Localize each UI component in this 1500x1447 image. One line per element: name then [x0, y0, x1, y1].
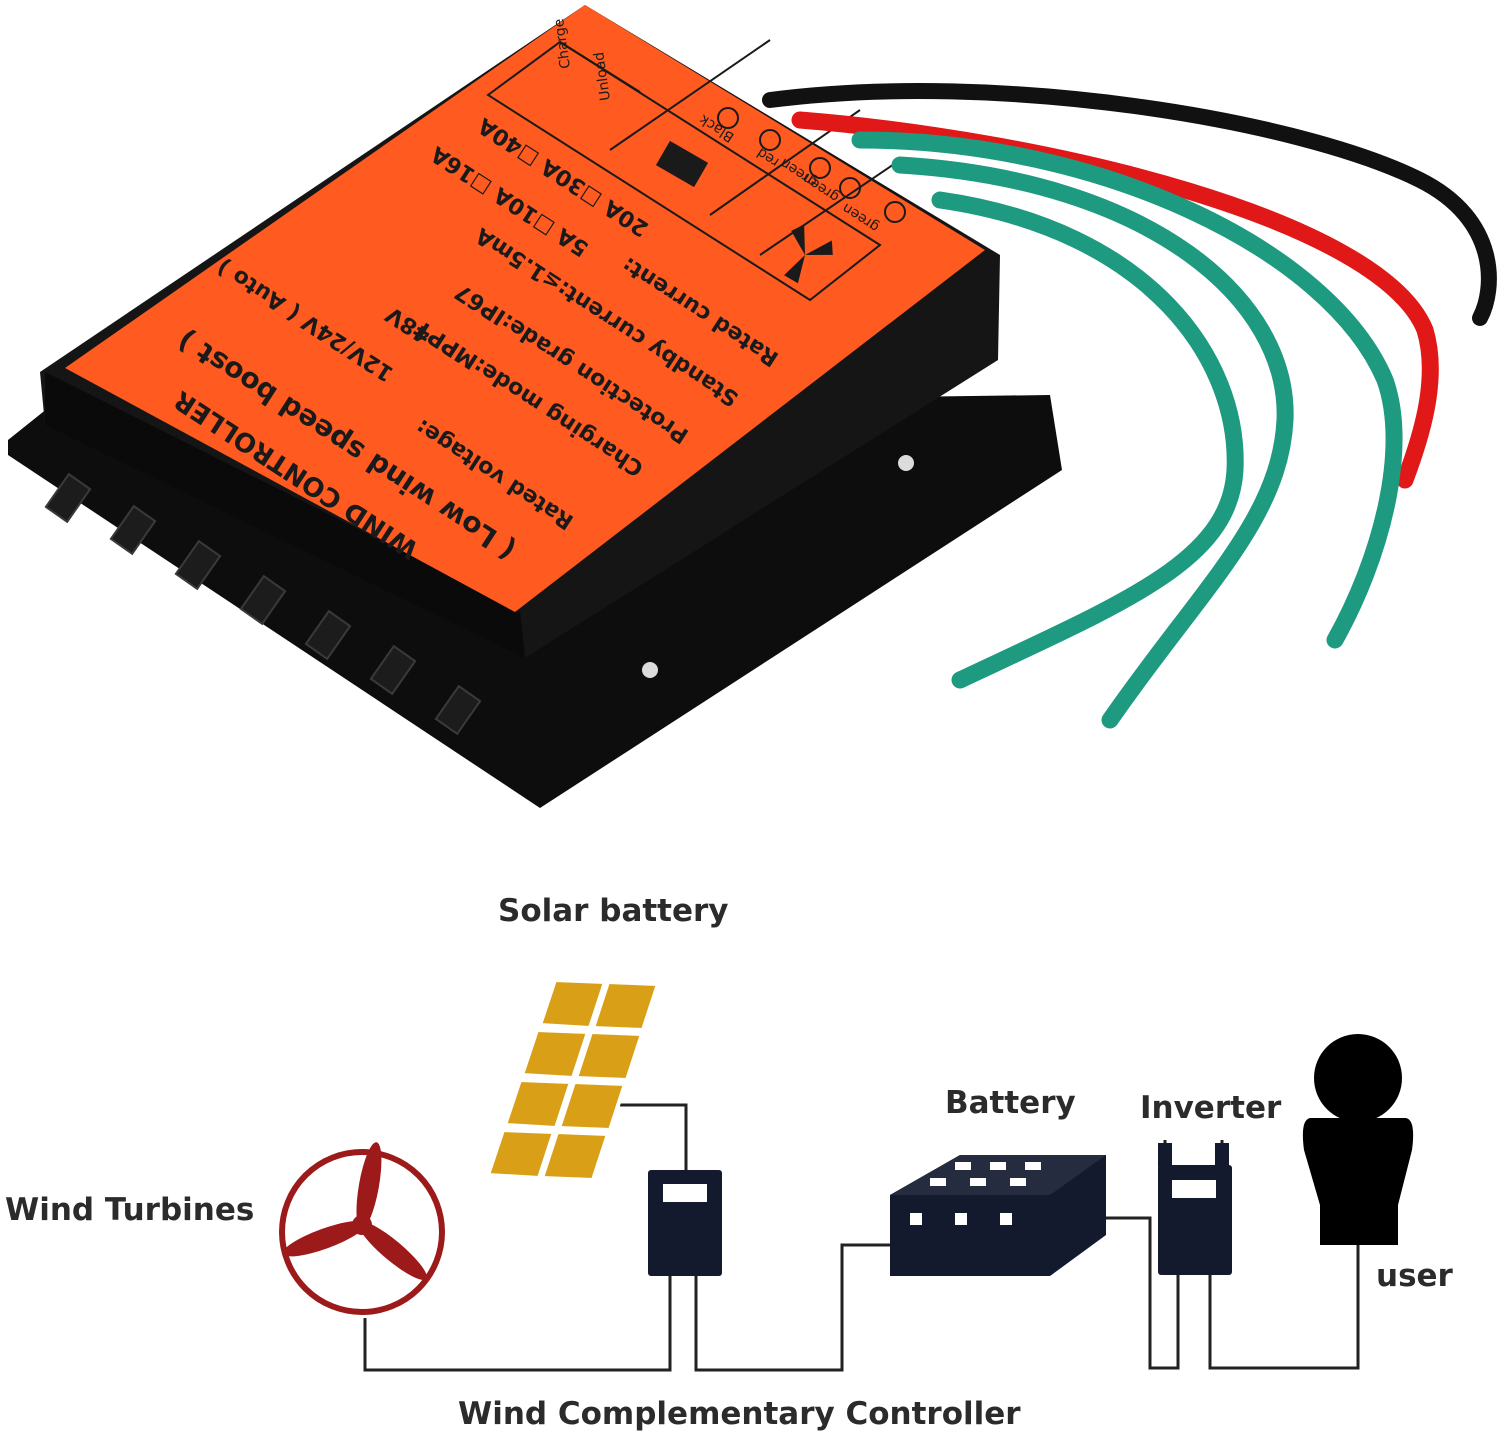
wind-turbines-label: Wind Turbines: [5, 1192, 255, 1228]
battery-icon: [890, 1155, 1106, 1276]
green-wire: [851, 131, 1403, 649]
green-wire: [931, 191, 1244, 689]
box-label-unload: Unload: [591, 51, 614, 102]
box-label-charge: Charge: [551, 18, 574, 70]
inverter-label: Inverter: [1140, 1090, 1282, 1126]
orange-spec-label: [65, 5, 985, 612]
battery-symbol-icon: [655, 140, 709, 188]
solar-battery-label: Solar battery: [498, 893, 729, 929]
heat-sink-fins: [44, 472, 482, 736]
mounting-hole: [898, 455, 914, 471]
turbine-symbol-icon: [784, 224, 833, 284]
green-wire: [891, 156, 1294, 729]
controller-icon: [648, 1170, 722, 1276]
user-icon: [1302, 1034, 1414, 1245]
controller-side-face: [45, 372, 525, 658]
controller-label: Wind Complementary Controller: [458, 1396, 1021, 1432]
battery-label: Battery: [945, 1085, 1076, 1121]
wind-controller-product-photo: WIND CONTROLLER ( Low wind speed boost )…: [8, 5, 1497, 808]
wind-system-diagram: [279, 977, 1414, 1372]
inverter-icon: [1158, 1143, 1232, 1275]
terminal-symbols: [717, 107, 906, 223]
user-label: user: [1376, 1258, 1453, 1294]
solar-panel: [485, 977, 661, 1183]
connection-lines: [363, 1103, 1360, 1372]
black-wire: [762, 83, 1497, 326]
wind-turbine-icon: [279, 1142, 445, 1315]
cable-bundle: [762, 83, 1497, 729]
mounting-hole: [642, 662, 658, 678]
